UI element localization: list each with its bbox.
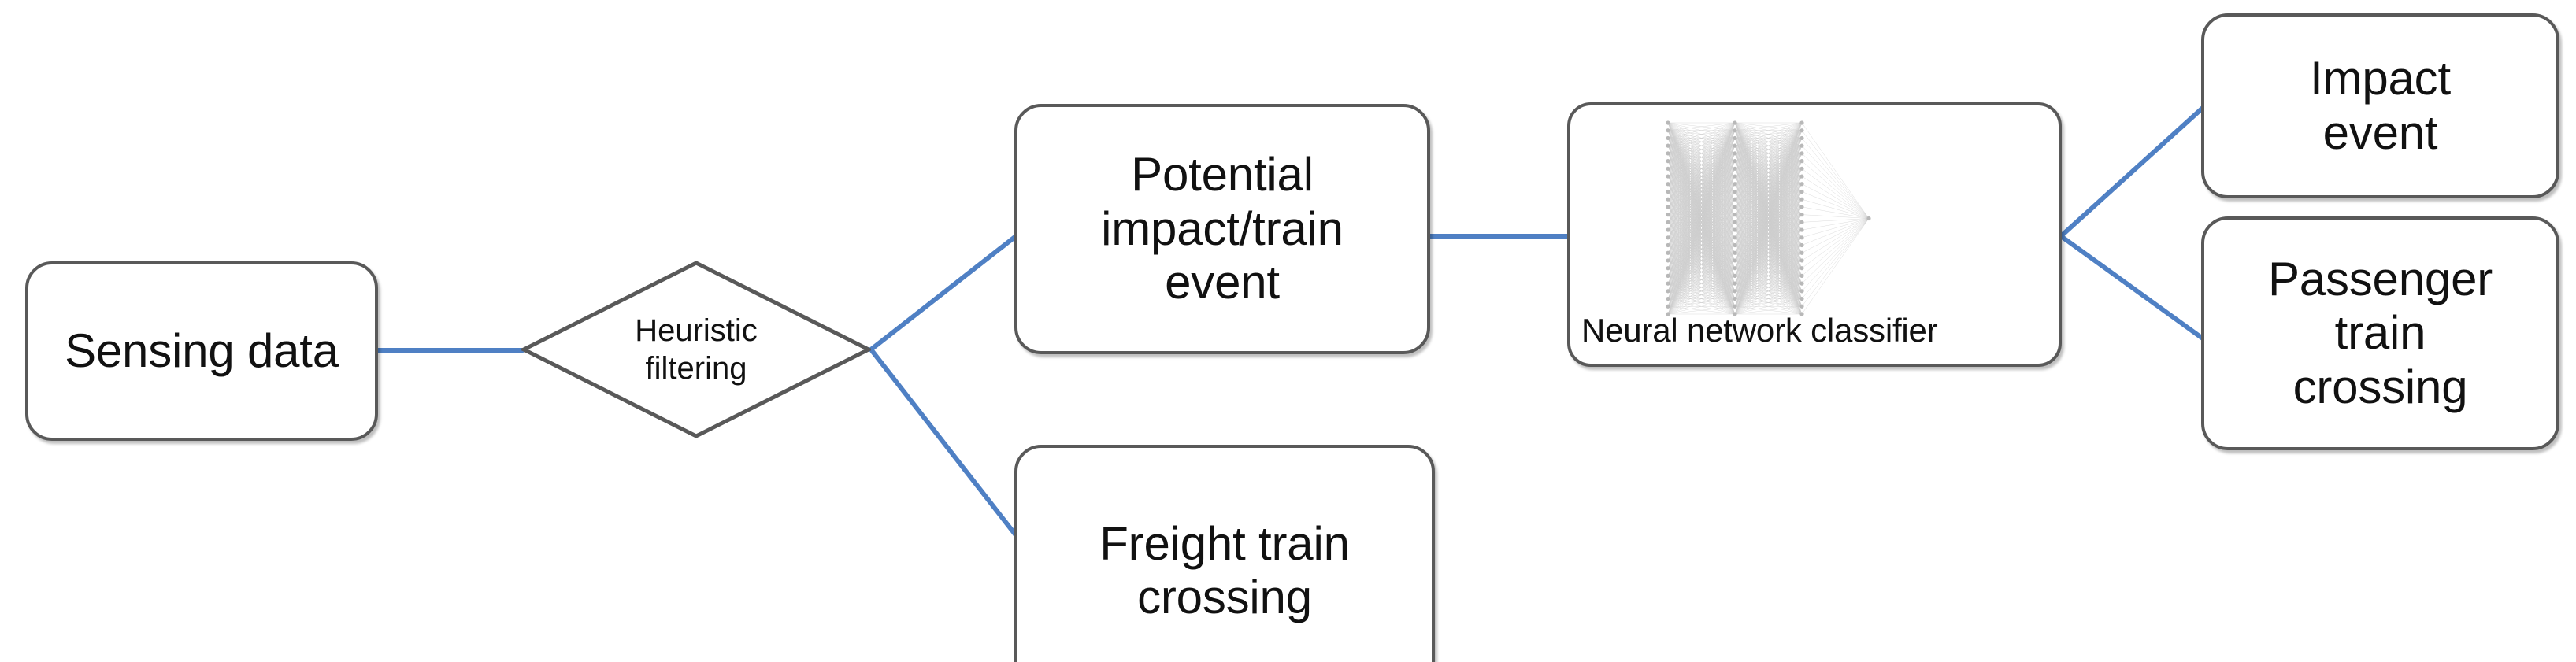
node-freight-crossing[interactable]: Freight train crossing xyxy=(1014,445,1435,662)
node-impact-event[interactable]: Impact event xyxy=(2201,13,2559,198)
heuristic-line-2: filtering xyxy=(645,351,747,386)
node-passenger-crossing[interactable]: Passenger train crossing xyxy=(2201,216,2559,450)
passenger-line-2: train xyxy=(2334,306,2426,360)
node-impact-event-label: Impact event xyxy=(2204,52,2556,160)
node-potential-event-label: Potential impact/train event xyxy=(1017,148,1427,309)
freight-line-1: Freight train xyxy=(1099,516,1350,570)
edge-classifier-to-passenger xyxy=(2059,234,2205,341)
node-classifier-label: Neural network classifier xyxy=(1581,312,1938,349)
passenger-line-3: crossing xyxy=(2292,360,2468,413)
edge-heuristic-to-potential xyxy=(869,234,1018,352)
potential-line-1: Potential xyxy=(1131,148,1314,202)
edge-heuristic-to-freight xyxy=(869,347,1018,538)
node-sensing-data-label: Sensing data xyxy=(65,324,339,377)
impact-line-2: event xyxy=(2322,105,2438,159)
heuristic-line-1: Heuristic xyxy=(635,313,758,348)
potential-line-3: event xyxy=(1165,256,1280,309)
node-potential-event[interactable]: Potential impact/train event xyxy=(1014,104,1430,354)
edge-classifier-to-impact xyxy=(2059,105,2205,239)
node-passenger-crossing-label: Passenger train crossing xyxy=(2204,253,2556,414)
node-heuristic-filtering-label: Heuristic filtering xyxy=(521,261,871,438)
node-sensing-data[interactable]: Sensing data xyxy=(25,261,378,441)
node-heuristic-filtering[interactable]: Heuristic filtering xyxy=(521,261,871,438)
freight-line-2: crossing xyxy=(1137,571,1312,623)
node-classifier[interactable]: Neural network classifier xyxy=(1567,102,2062,367)
diamond-shape xyxy=(521,261,871,438)
node-freight-crossing-label: Freight train crossing xyxy=(1017,517,1432,625)
potential-line-2: impact/train xyxy=(1101,202,1344,255)
impact-line-1: Impact xyxy=(2310,52,2451,105)
passenger-line-1: Passenger xyxy=(2267,252,2493,305)
